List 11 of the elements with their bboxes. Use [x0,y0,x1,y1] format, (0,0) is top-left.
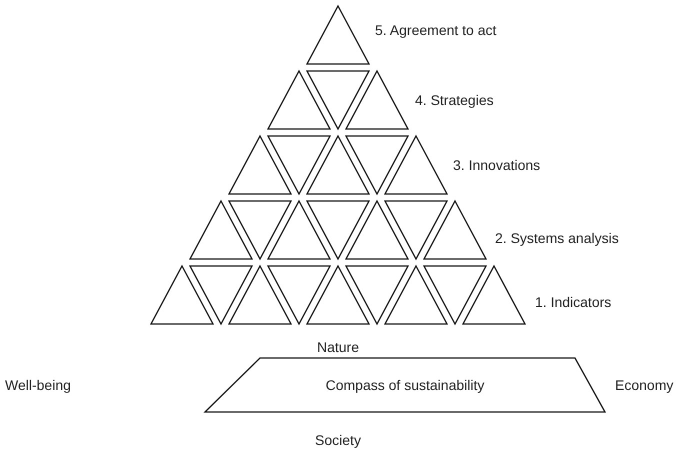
level-label: 5. Agreement to act [375,21,496,39]
level-label: 1. Indicators [535,293,612,311]
side-label: Well-being [5,376,71,394]
side-label: Nature [316,338,360,356]
side-label: Economy [615,376,674,394]
side-label: Society [315,431,361,449]
base-title: Compass of sustainability [326,377,484,393]
level-label: 2. Systems analysis [495,229,619,247]
trapezoid-base [205,358,605,412]
level-label: 4. Strategies [415,91,494,109]
level-label: 3. Innovations [453,156,540,174]
